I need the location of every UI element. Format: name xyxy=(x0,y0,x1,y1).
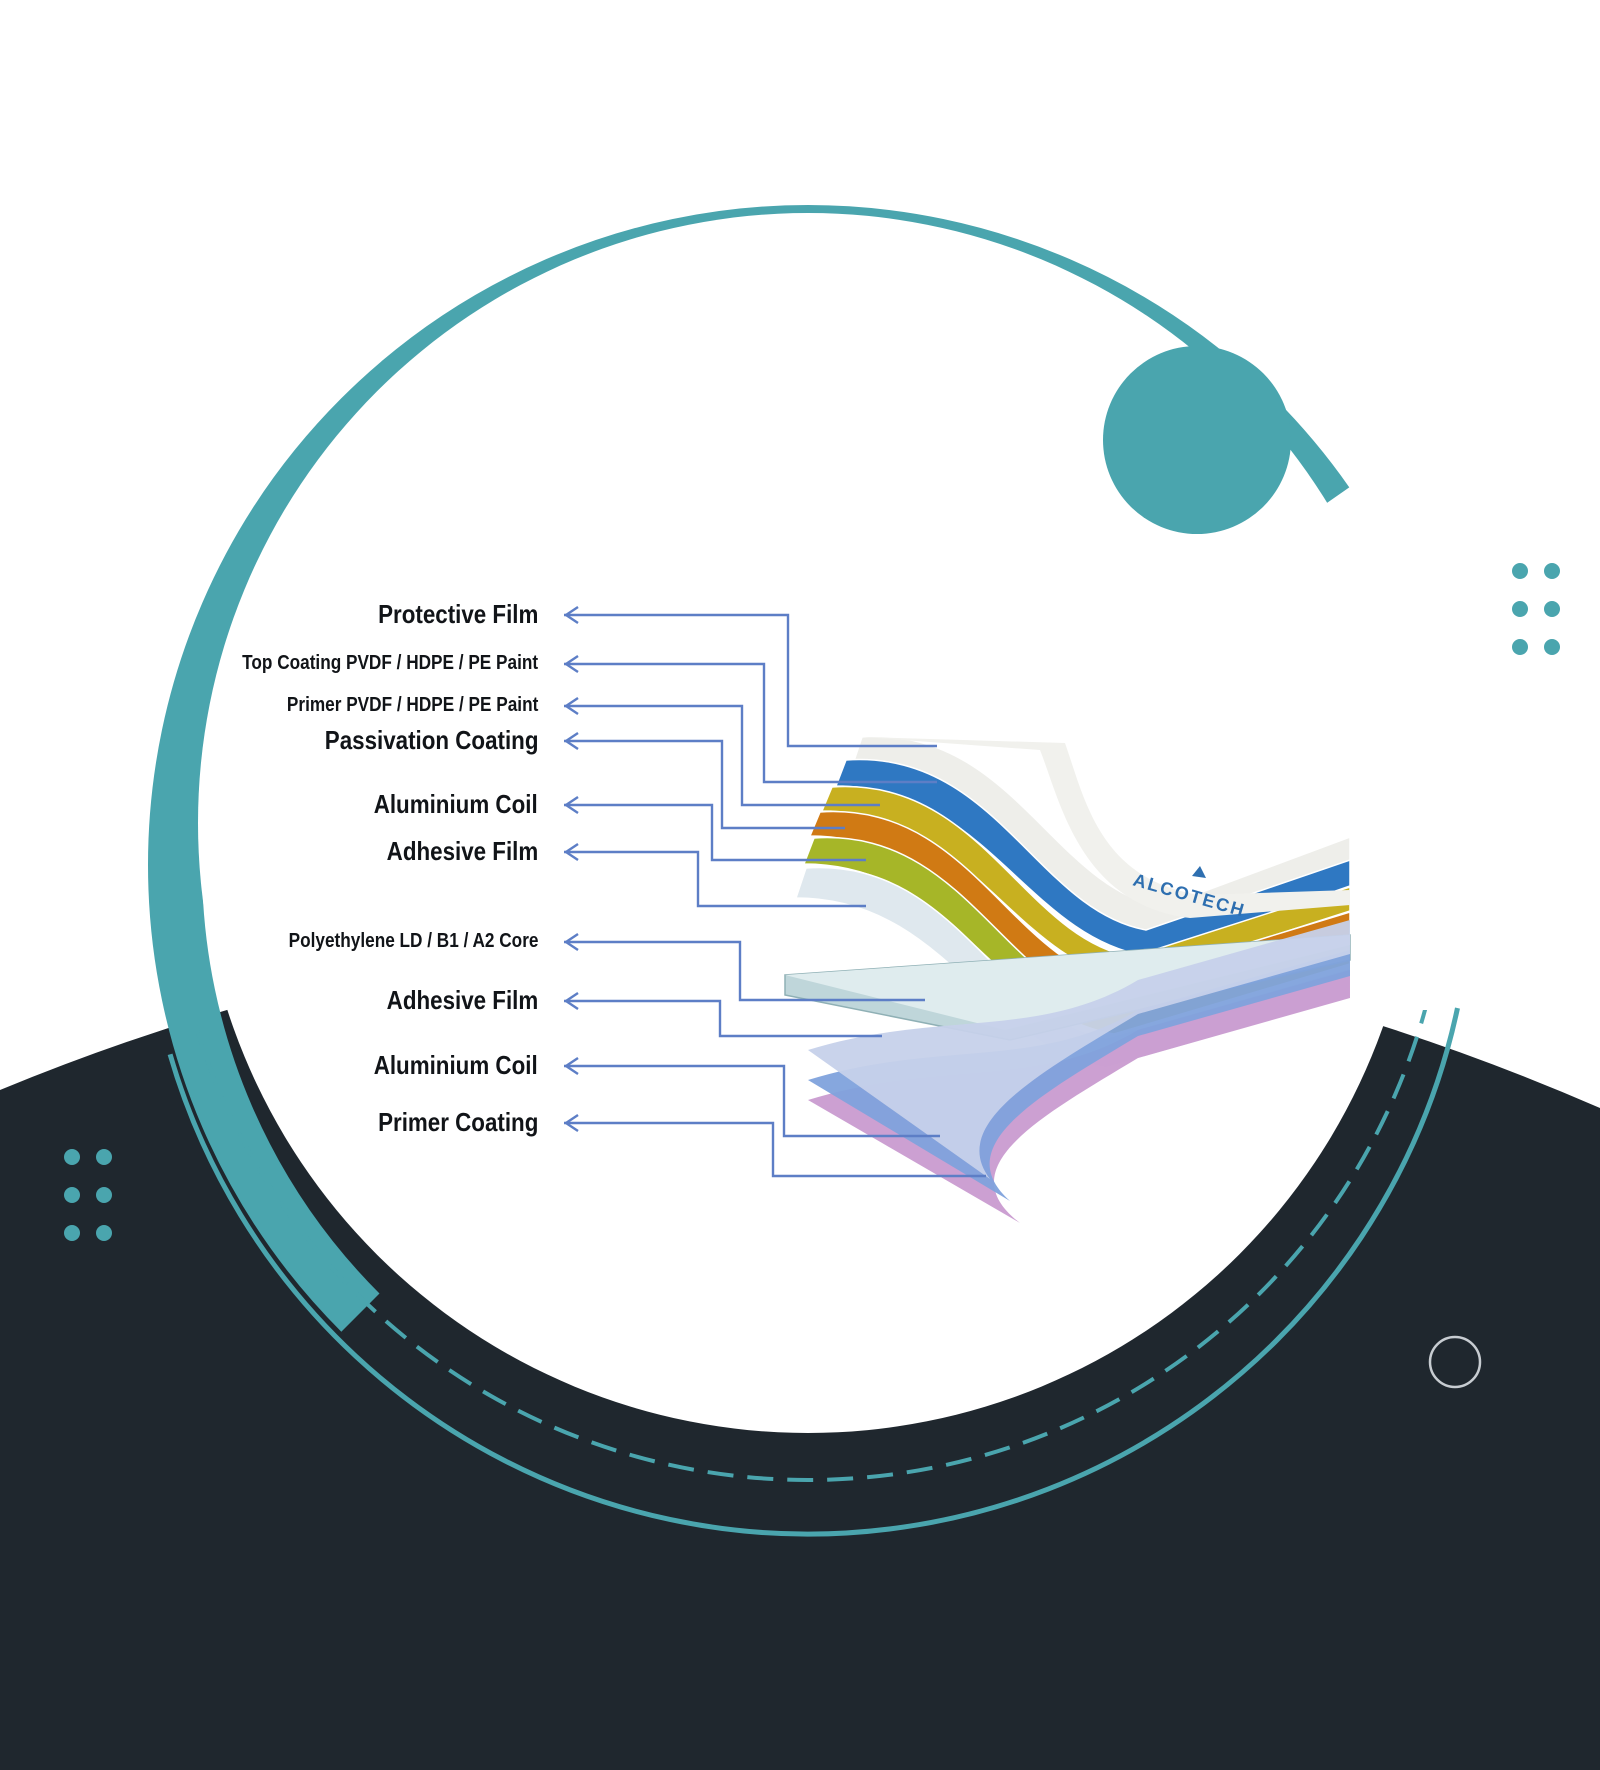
leader-path xyxy=(564,613,937,748)
core-top-face xyxy=(785,935,1350,1030)
arrow-head-icon xyxy=(563,843,579,861)
protective-film-sheet xyxy=(862,737,1350,918)
leader-line xyxy=(563,732,845,830)
arrow-head-icon xyxy=(563,697,579,715)
arrow-head-icon xyxy=(563,606,579,624)
arrow-head-icon xyxy=(563,933,579,951)
grid-dot xyxy=(64,1149,80,1165)
outline-circle-decoration xyxy=(1428,1335,1482,1389)
grid-dot xyxy=(64,1187,80,1203)
grid-dot xyxy=(1512,601,1528,617)
arrow-head-icon xyxy=(563,1057,579,1075)
layer-adhesive-bottom xyxy=(808,920,1350,1179)
leader-line xyxy=(563,606,937,748)
arrow-head-icon xyxy=(563,1114,579,1132)
leader-path xyxy=(564,704,880,807)
grid-dot xyxy=(64,1225,80,1241)
grid-dot xyxy=(1512,563,1528,579)
leader-path xyxy=(564,739,845,830)
teal-accent-circle xyxy=(1103,346,1291,534)
arrow-head-icon xyxy=(563,655,579,673)
layer-label: Protective Film xyxy=(377,599,538,629)
dot-grid-left xyxy=(64,1149,112,1241)
dashed-teal-ring xyxy=(166,198,1450,1482)
layer-label: Passivation Coating xyxy=(324,725,538,755)
layer-label: Polyethylene LD / B1 / A2 Core xyxy=(288,930,538,952)
leader-line xyxy=(563,1057,940,1138)
leader-path xyxy=(564,999,882,1038)
layer-label: Aluminium Coil xyxy=(374,789,538,819)
leader-line xyxy=(563,697,880,807)
grid-dot xyxy=(1544,639,1560,655)
leader-line xyxy=(563,992,882,1038)
layer-label: Adhesive Film xyxy=(386,836,538,866)
arrow-head-icon xyxy=(563,796,579,814)
arrow-head-icon xyxy=(563,992,579,1010)
grid-dot xyxy=(1512,639,1528,655)
leader-line xyxy=(563,933,925,1002)
leader-path xyxy=(564,850,866,908)
leader-path xyxy=(564,1064,940,1138)
layer-label: Aluminium Coil xyxy=(374,1050,538,1080)
grid-dot xyxy=(1544,601,1560,617)
grid-dot xyxy=(96,1149,112,1165)
layer-label: Primer PVDF / HDPE / PE Paint xyxy=(286,694,538,716)
grid-dot xyxy=(96,1187,112,1203)
leader-line xyxy=(563,1114,986,1178)
layer-label: Adhesive Film xyxy=(386,985,538,1015)
leader-line xyxy=(563,796,866,862)
layer-label: Primer Coating xyxy=(377,1107,538,1137)
grid-dot xyxy=(96,1225,112,1241)
leader-path xyxy=(564,1121,986,1178)
grid-dot xyxy=(1544,563,1560,579)
leader-path xyxy=(564,662,937,784)
white-disc xyxy=(198,213,1418,1433)
layer-label: Top Coating PVDF / HDPE / PE Paint xyxy=(242,652,538,674)
leader-line xyxy=(563,655,937,784)
leader-path xyxy=(564,940,925,1002)
dot-grid-right xyxy=(1512,563,1560,655)
thin-teal-ring xyxy=(141,203,1475,1537)
arrow-head-icon xyxy=(563,732,579,750)
brand-logo-icon xyxy=(1192,866,1206,878)
leader-line xyxy=(563,843,866,908)
leader-path xyxy=(564,803,866,862)
